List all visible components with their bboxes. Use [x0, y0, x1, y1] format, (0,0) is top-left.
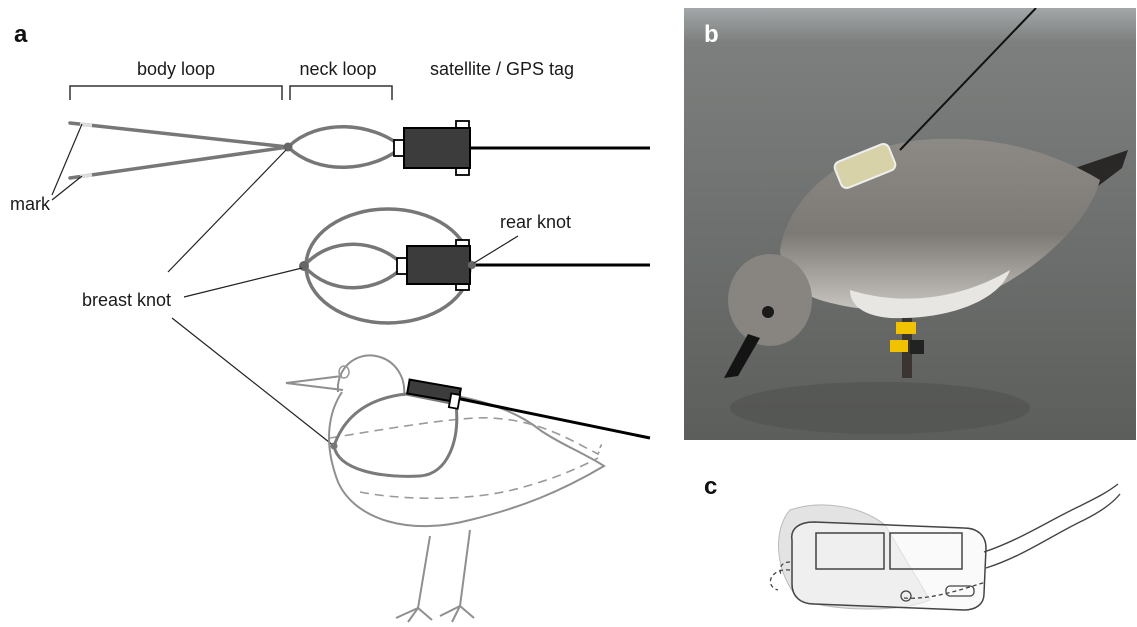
bird-sketch [286, 355, 650, 622]
mark-leader-lower [52, 176, 82, 200]
harness-unfolded [70, 121, 650, 178]
breast-knot-bird [331, 443, 338, 450]
tag-rear-cap-bird [449, 393, 460, 408]
neck-loop [288, 127, 402, 168]
mark-leader-upper [52, 124, 82, 195]
breast-knot-leader-top [168, 150, 286, 272]
rear-knot-label: rear knot [500, 212, 571, 232]
panel-b-letter: b [704, 21, 719, 48]
panel-c: c [704, 473, 1120, 610]
photo-reflection [730, 382, 1030, 434]
body-loop-strand-upper [70, 123, 288, 147]
tag-label: satellite / GPS tag [430, 59, 574, 79]
body-loop-bracket [70, 86, 282, 100]
leg-band-yellow-1 [896, 322, 916, 334]
tag-housing [792, 522, 986, 610]
mark-label: mark [10, 194, 51, 214]
tag-body-mid [407, 246, 470, 284]
breast-knot-top [284, 143, 293, 152]
body-loop-strand-lower [70, 147, 288, 178]
panel-a-letter: a [14, 21, 28, 48]
bird-leg-left [396, 536, 432, 622]
bird-photo-eye [762, 306, 774, 318]
bird-photo-head [728, 254, 812, 346]
leg-band-black [910, 340, 924, 354]
breast-knot-leader-bird [172, 318, 334, 446]
neck-loop-bracket [290, 86, 392, 100]
neck-loop-closed [304, 244, 404, 288]
panel-b: b [684, 8, 1136, 440]
body-loop-label: body loop [137, 59, 215, 79]
panel-a: a body loop neck loop satellite / GPS ta… [10, 21, 650, 622]
bird-body [329, 392, 604, 526]
tag-body-top [404, 128, 470, 168]
bird-wing-outline [330, 418, 601, 498]
breast-knot-mid [299, 261, 309, 271]
breast-knot-leader-mid [184, 268, 302, 297]
bird-leg-right [440, 530, 474, 622]
rear-knot-leader [474, 236, 518, 263]
bird-beak [286, 376, 343, 390]
panel-c-letter: c [704, 473, 717, 500]
tag-antenna-sketch [984, 484, 1120, 568]
harness-closed [299, 209, 650, 323]
neck-loop-label: neck loop [299, 59, 376, 79]
breast-knot-label: breast knot [82, 290, 171, 310]
leg-band-yellow-2 [890, 340, 908, 352]
